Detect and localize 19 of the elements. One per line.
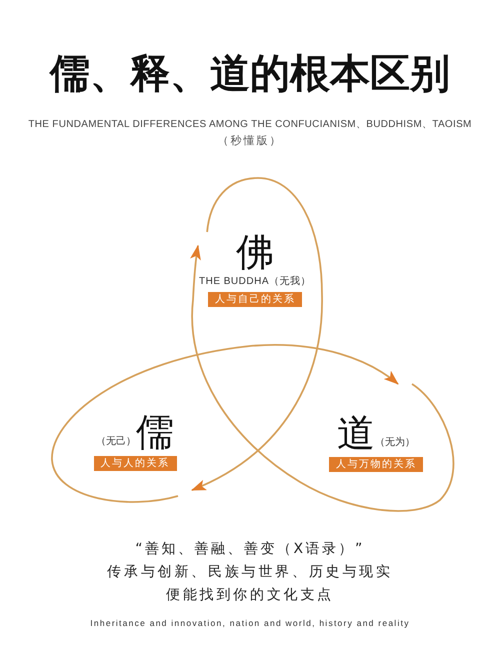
- character-heading: 儒: [136, 412, 174, 452]
- subtitle-text: THE FUNDAMENTAL DIFFERENCES AMONG THE CONFUCIANISM、BUDDHISM、TAOISM: [28, 118, 472, 131]
- caption-band: 人与人的关系: [94, 456, 176, 471]
- curved-arrow: [190, 244, 454, 512]
- caption-band: 人与自己的关系: [208, 292, 302, 307]
- subtitle-text: THE BUDDHA（无我）: [198, 276, 311, 288]
- version-note: （秒懂版）: [218, 134, 282, 148]
- annotation-text: （无为）: [375, 437, 415, 449]
- character-heading: 佛: [236, 232, 274, 272]
- caption-band: 人与万物的关系: [328, 457, 424, 472]
- curved-arrow: [191, 177, 323, 491]
- title-text: 儒、释、道的根本区别: [50, 50, 450, 98]
- quote-text: “善知、善融、善变（X语录）”: [135, 540, 365, 559]
- character-heading: 道: [337, 413, 375, 453]
- curved-arrow: [51, 344, 399, 503]
- body-text: 便能找到你的文化支点: [166, 586, 334, 605]
- english-caption: Inheritance and innovation, nation and world, history and reality: [90, 618, 410, 629]
- annotation-text: （无己）: [96, 436, 136, 448]
- body-text: 传承与创新、民族与世界、历史与现实: [107, 563, 393, 582]
